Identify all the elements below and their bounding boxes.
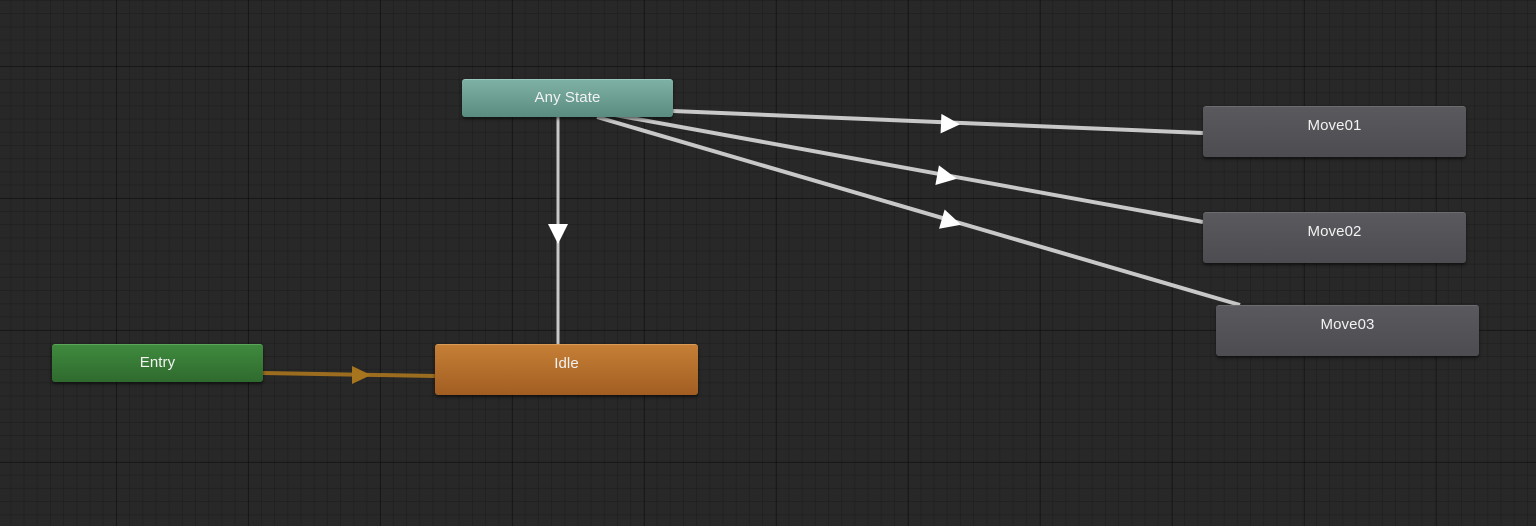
state-node-any-state[interactable]: Any State xyxy=(462,79,673,117)
transition-entry-to-idle[interactable] xyxy=(262,366,436,384)
transition-line[interactable] xyxy=(262,371,436,378)
state-node-move02[interactable]: Move02 xyxy=(1203,212,1466,263)
state-node-entry[interactable]: Entry xyxy=(52,344,263,382)
state-node-idle[interactable]: Idle xyxy=(435,344,698,395)
transition-any-state-to-move03[interactable] xyxy=(596,115,1241,307)
transition-any-state-to-idle[interactable] xyxy=(548,117,568,345)
state-label: Move03 xyxy=(1320,316,1375,333)
state-label: Move02 xyxy=(1307,223,1362,240)
transition-line[interactable] xyxy=(596,115,1241,307)
transition-arrow-icon[interactable] xyxy=(940,113,961,134)
state-label: Move01 xyxy=(1307,117,1362,134)
state-node-move03[interactable]: Move03 xyxy=(1216,305,1479,356)
state-label: Idle xyxy=(554,355,579,372)
transition-any-state-to-move01[interactable] xyxy=(672,109,1204,135)
state-node-move01[interactable]: Move01 xyxy=(1203,106,1466,157)
transition-arrow-icon[interactable] xyxy=(939,209,964,235)
transition-line[interactable] xyxy=(672,109,1204,135)
transition-arrow-icon[interactable] xyxy=(352,366,371,384)
transition-arrow-icon[interactable] xyxy=(935,165,958,188)
transition-arrow-icon[interactable] xyxy=(548,224,568,244)
state-label: Any State xyxy=(534,89,601,106)
state-label: Entry xyxy=(139,354,176,371)
transition-line[interactable] xyxy=(614,113,1204,224)
transition-any-state-to-move02[interactable] xyxy=(614,113,1204,224)
